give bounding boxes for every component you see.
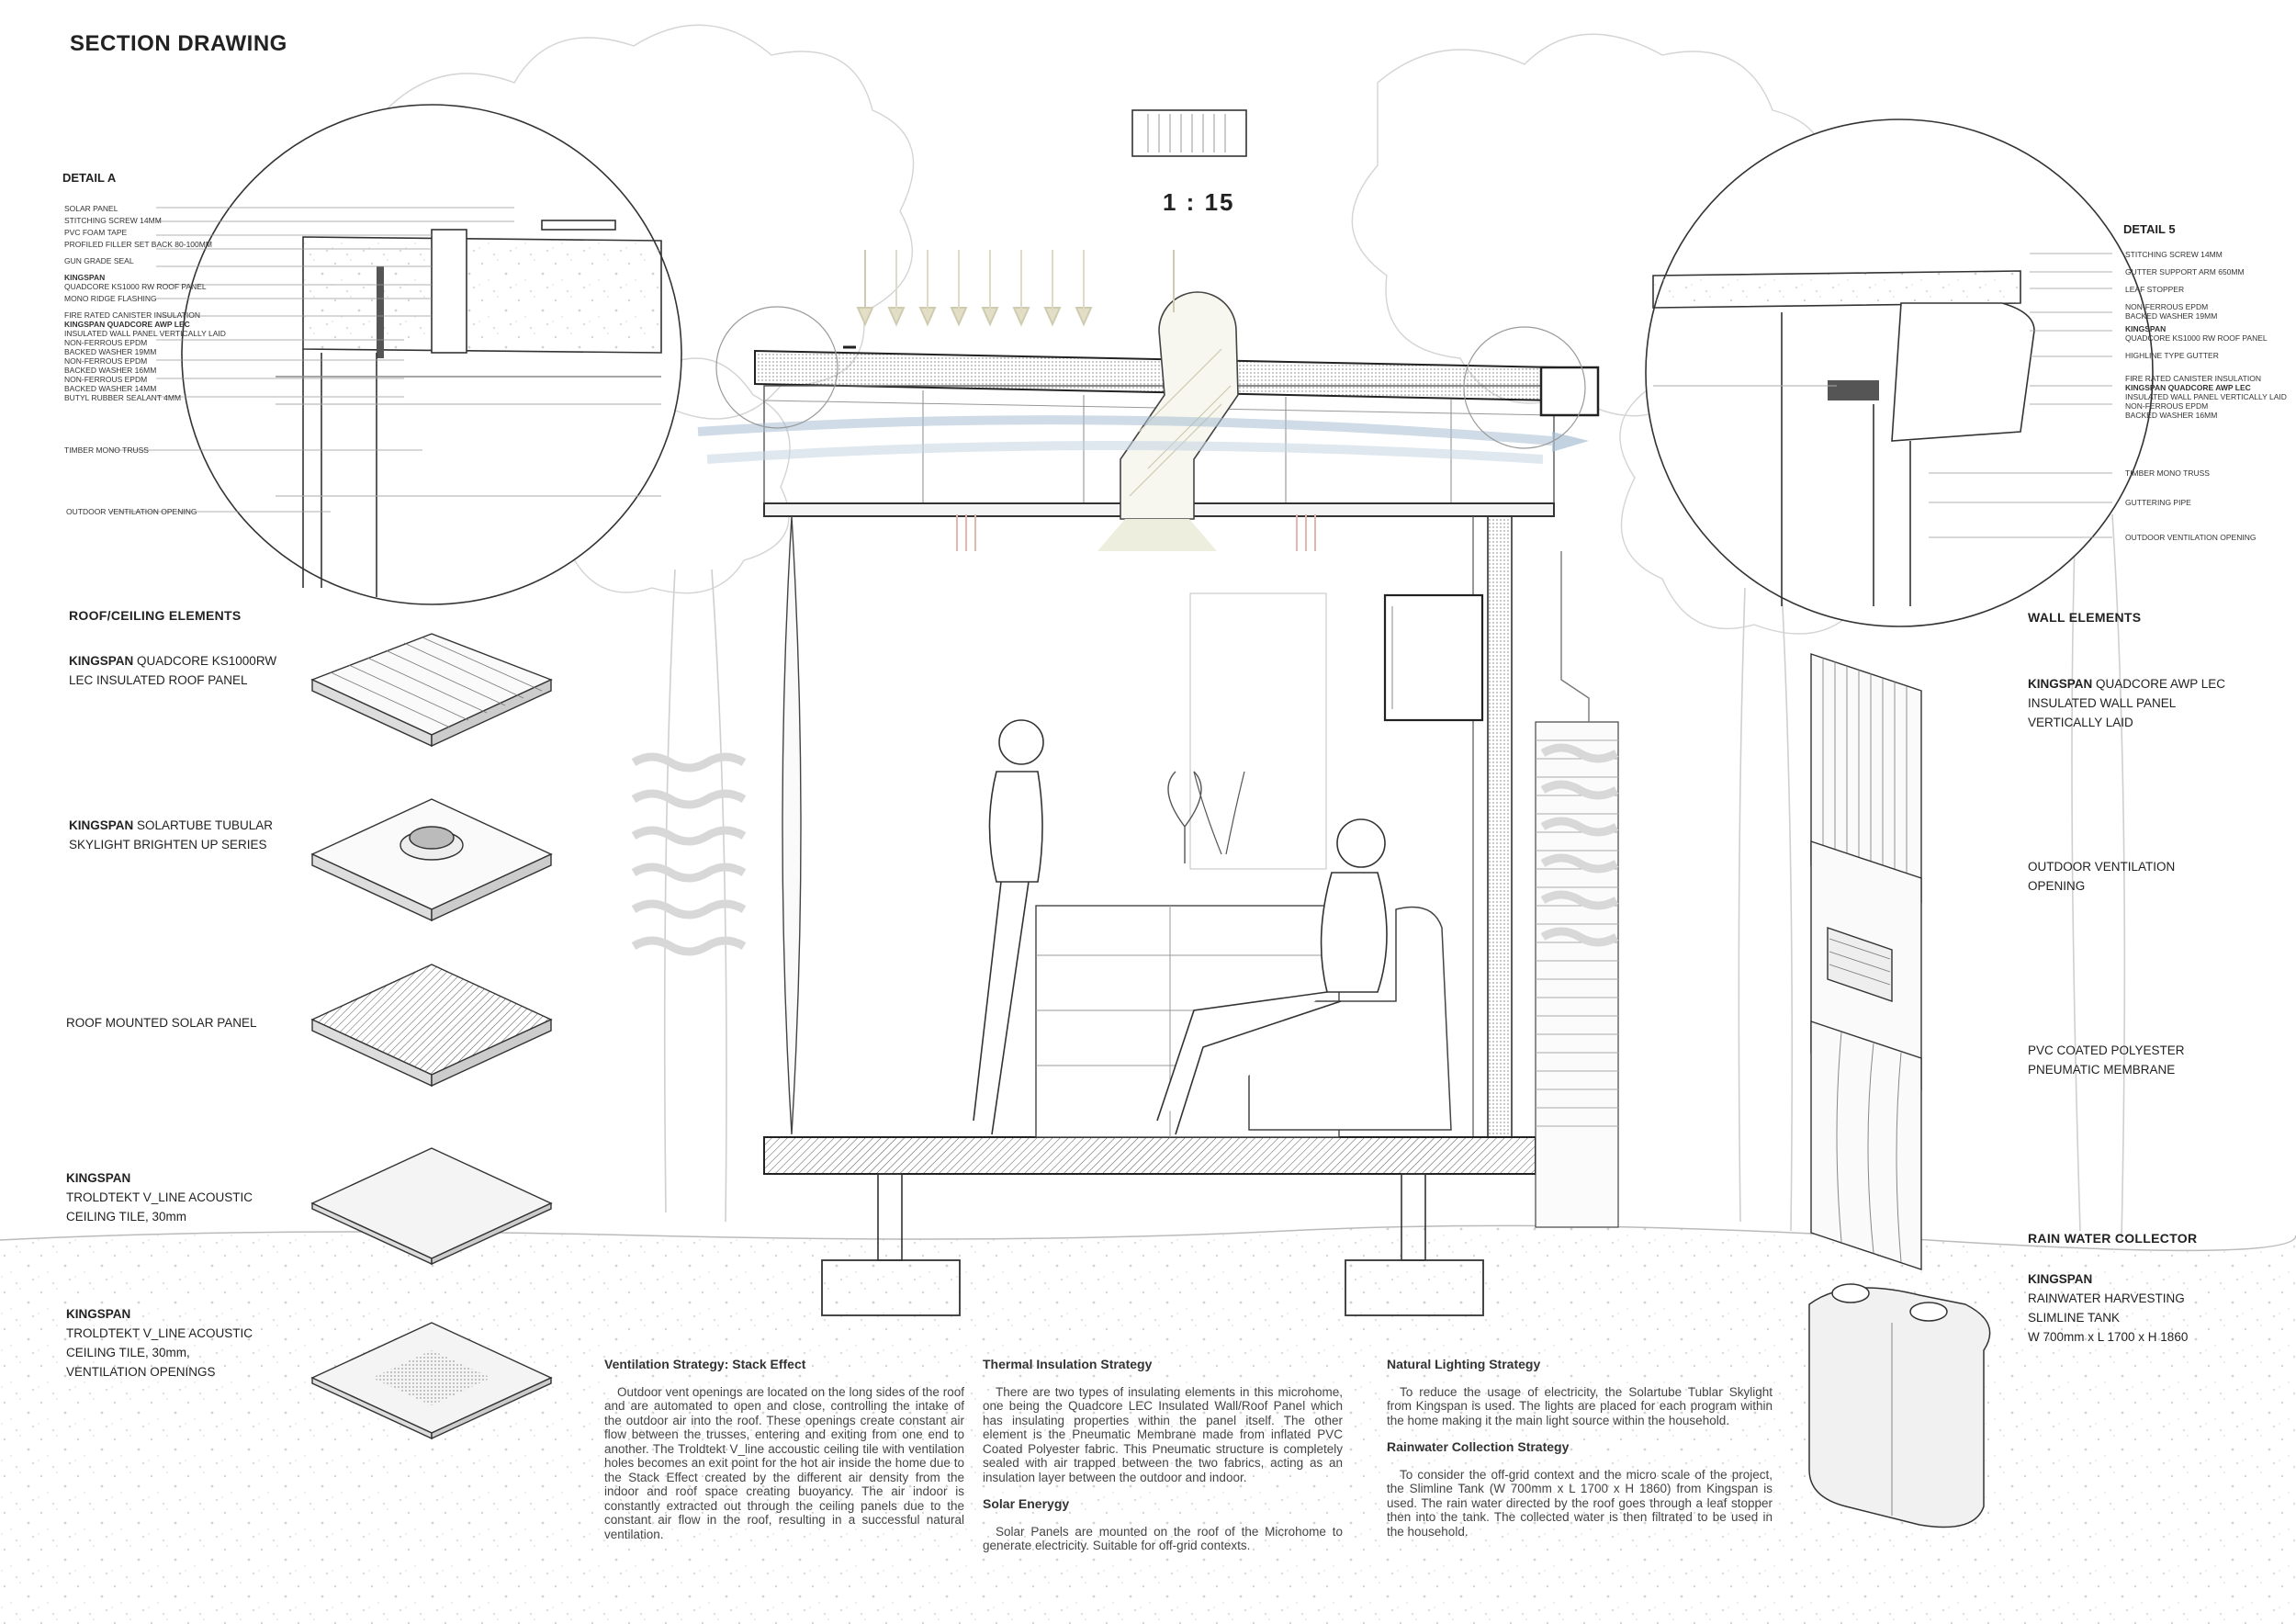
roof-element-1: KINGSPAN QUADCORE KS1000RW LEC INSULATED… (69, 654, 277, 687)
detail-b-callout: GUTTER SUPPORT ARM 650mm (2125, 267, 2245, 277)
rain-collector-heading: RAIN WATER COLLECTOR (2028, 1231, 2198, 1246)
brand-label: KINGSPAN (2028, 1272, 2093, 1286)
detail-a-callout-truss: TIMBER MONO TRUSS (64, 445, 149, 455)
detail-a-callout: BACKED WASHER 16mm (64, 366, 157, 376)
detail-b-callout: KINGSPAN (2125, 324, 2167, 334)
brand-label: KINGSPAN (66, 1171, 131, 1185)
wall-elements-heading: WALL ELEMENTS (2028, 610, 2142, 625)
detail-b-callout: NON-FERROUS EPDM (2125, 302, 2209, 312)
wall-element-panels (1810, 653, 1922, 1270)
strategy-body: To reduce the usage of electricity, the … (1387, 1384, 1773, 1427)
detail-a-callout: FIRE RATED CANISTER INSULATION (64, 310, 200, 321)
detail-a-label: DETAIL A (62, 171, 117, 185)
brand-label: KINGSPAN (69, 654, 134, 668)
roof-element-tiles (310, 633, 553, 1440)
detail-b-callout: KINGSPAN QUADCORE AWP LEC (2125, 383, 2251, 393)
lighting-strategy: Natural Lighting Strategy To reduce the … (1387, 1357, 1773, 1551)
detail-b-callouts: STITCHING SCREW 14mm GUTTER SUPPORT ARM … (2125, 250, 2287, 420)
rain-tank-drawing (1808, 1283, 1991, 1528)
detail-b-callout: HIGHLINE TYPE GUTTER (2125, 351, 2219, 361)
detail-a-callout: STITCHING SCREW 14mm (64, 216, 162, 226)
detail-a-callout: NON-FERROUS EPDM (64, 338, 148, 348)
brand-label: KINGSPAN (66, 1307, 131, 1321)
detail-a-callout: BACKED WASHER 14mm (64, 384, 157, 394)
wall-element-1: KINGSPAN QUADCORE AWP LEC INSULATED WALL… (2028, 677, 2226, 729)
detail-a-callouts: SOLAR PANEL STITCHING SCREW 14mm PVC FOA… (64, 204, 226, 402)
strategy-heading: Thermal Insulation Strategy (983, 1357, 1153, 1371)
detail-b-callout: FIRE RATED CANISTER INSULATION (2125, 374, 2261, 384)
drawing-scale: 1 : 15 (1163, 188, 1235, 216)
detail-a-callout: NON-FERROUS EPDM (64, 356, 148, 367)
brand-label: KINGSPAN (69, 818, 134, 832)
detail-a-callout-vent: OUTDOOR VENTILATION OPENING (66, 507, 197, 516)
strategy-body: To consider the off-grid context and the… (1387, 1467, 1773, 1539)
roof-element-2: KINGSPAN SOLARTUBE TUBULAR SKYLIGHT BRIG… (69, 818, 274, 851)
detail-a-callout: GUN GRADE SEAL (64, 256, 134, 266)
rain-collector-spec: KINGSPAN RAINWATER HARVESTING SLIMLINE T… (2028, 1272, 2189, 1344)
wall-element-2: OUTDOOR VENTILATION OPENING (2028, 860, 2176, 893)
sun-arrows (856, 250, 1175, 327)
roof-element-3: ROOF MOUNTED SOLAR PANEL (66, 1016, 257, 1030)
detail-b-callout-pipe: GUTTERING PIPE (2125, 498, 2191, 507)
detail-b-callout-vent: OUTDOOR VENTILATION OPENING (2125, 533, 2257, 542)
detail-a-callout: INSULATED WALL PANEL VERTICALLY LAID (64, 329, 226, 339)
strategy-heading: Natural Lighting Strategy (1387, 1357, 1541, 1371)
detail-a-callout: MONO RIDGE FLASHING (64, 294, 157, 304)
ventilation-strategy: Ventilation Strategy: Stack Effect Outdo… (604, 1357, 964, 1554)
detail-b-callout: NON-FERROUS EPDM (2125, 401, 2209, 412)
detail-a-callout: QUADCORE KS1000 RW ROOF PANEL (64, 282, 207, 292)
detail-b-callout-truss: TIMBER MONO TRUSS (2125, 468, 2210, 478)
brand-label: KINGSPAN (2028, 677, 2093, 691)
detail-a-callout: PROFILED FILLER SET BACK 80-100mm (64, 240, 212, 250)
page-title: SECTION DRAWING (70, 31, 287, 56)
detail-b-callout: LEAF STOPPER (2125, 285, 2185, 295)
detail-a-callout: BUTYL RUBBER SEALANT 4mm (64, 393, 182, 403)
strategy-body: Solar Panels are mounted on the roof of … (983, 1524, 1343, 1553)
detail-a-drawing (110, 104, 682, 605)
thermal-strategy: Thermal Insulation Strategy There are tw… (983, 1357, 1343, 1566)
strategy-heading: Rainwater Collection Strategy (1387, 1439, 1570, 1454)
detail-b-label: DETAIL 5 (2123, 222, 2176, 236)
detail-b-callout: QUADCORE KS1000 RW ROOF PANEL (2125, 333, 2268, 344)
house-section (754, 291, 1619, 1316)
detail-a-callout: BACKED WASHER 19mm (64, 347, 157, 357)
roof-element-5: KINGSPAN TROLDTEKT V_LINE ACOUSTIC CEILI… (66, 1307, 253, 1379)
roof-elements-heading: ROOF/CEILING ELEMENTS (69, 608, 242, 623)
detail-a-callout: KINGSPAN (64, 273, 106, 283)
strategy-body: There are two types of insulating elemen… (983, 1384, 1343, 1484)
strategy-heading: Ventilation Strategy: Stack Effect (604, 1357, 806, 1371)
section-thumbnail (1131, 109, 1247, 157)
roof-element-4: KINGSPAN TROLDTEKT V_LINE ACOUSTIC CEILI… (66, 1171, 253, 1224)
airflow-arrows (697, 415, 1553, 464)
wall-element-3: PVC COATED POLYESTER PNEUMATIC MEMBRANE (2028, 1043, 2185, 1077)
detail-a-callout: NON-FERROUS EPDM (64, 375, 148, 385)
strategy-body: Outdoor vent openings are located on the… (604, 1384, 964, 1541)
detail-a-callout: SOLAR PANEL (64, 204, 118, 213)
detail-b-callout: BACKED WASHER 19mm (2125, 311, 2218, 321)
detail-a-callout: KINGSPAN QUADCORE AWP LEC (64, 320, 190, 330)
detail-b-callout: INSULATED WALL PANEL VERTICALLY LAID (2125, 392, 2287, 402)
detail-a-callout: PVC FOAM TAPE (64, 228, 128, 238)
detail-b-callout: BACKED WASHER 16mm (2125, 411, 2218, 421)
detail-b-drawing (1645, 118, 2154, 627)
strategy-heading: Solar Enerygy (983, 1496, 1070, 1511)
detail-b-callout: STITCHING SCREW 14mm (2125, 250, 2223, 259)
